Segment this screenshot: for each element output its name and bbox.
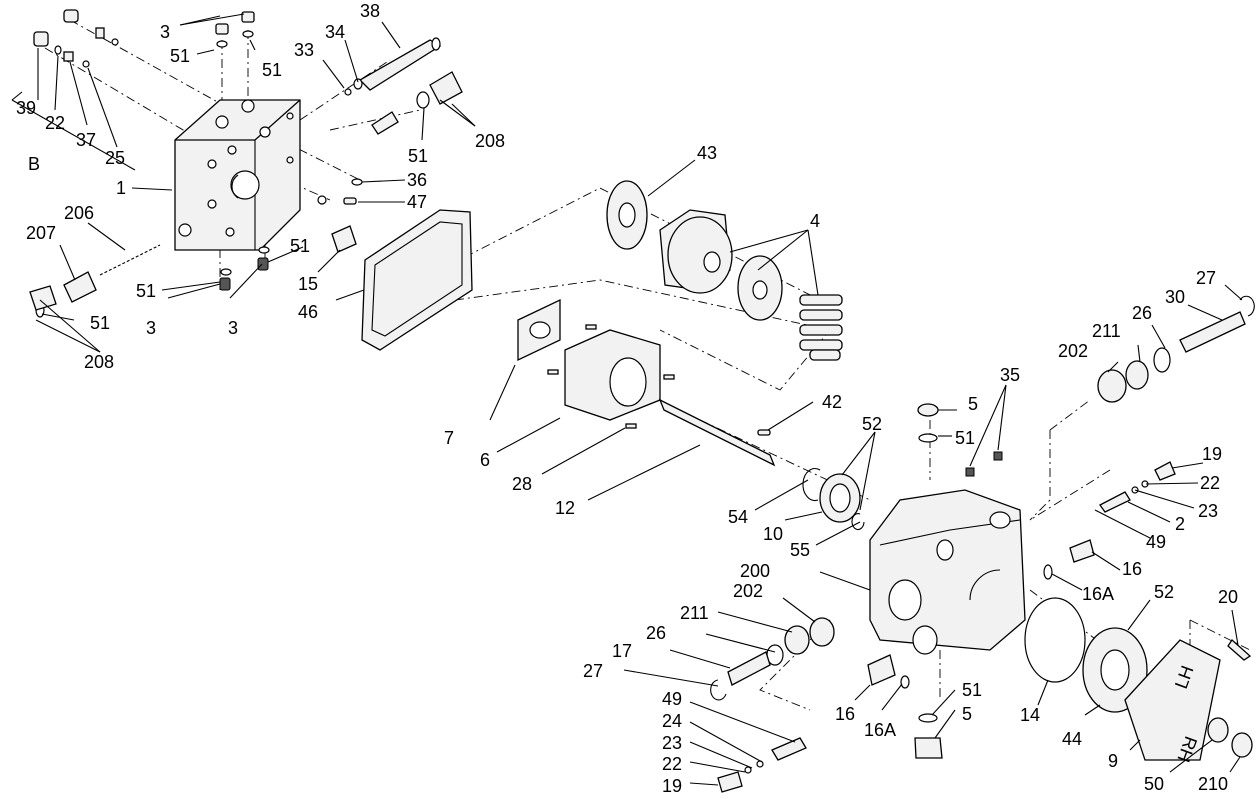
- callout-15: 15: [298, 274, 318, 294]
- callout-16: 16: [835, 704, 855, 724]
- callout-36: 36: [407, 170, 427, 190]
- callout-51: 51: [962, 680, 982, 700]
- callout-9: 9: [1108, 751, 1118, 771]
- callout-25: 25: [105, 148, 125, 168]
- callout-54: 54: [728, 507, 748, 527]
- spool-valve-38: [317, 37, 463, 205]
- callout-16a: 16A: [864, 720, 896, 740]
- callout-52: 52: [1154, 582, 1174, 602]
- callout-207: 207: [26, 223, 56, 243]
- callout-211: 211: [680, 603, 709, 623]
- callout-2: 2: [1175, 514, 1185, 534]
- callout-30: 30: [1165, 287, 1185, 307]
- callout-50: 50: [1144, 774, 1164, 794]
- callout-28: 28: [512, 474, 532, 494]
- relief-spring-assembly: [29, 225, 357, 318]
- callout-3: 3: [160, 22, 170, 42]
- callout-38: 38: [360, 1, 380, 21]
- callout-27: 27: [1196, 268, 1216, 288]
- callout-51: 51: [262, 60, 282, 80]
- callout-27: 27: [583, 661, 603, 681]
- callout-39: 39: [16, 98, 36, 118]
- callout-33: 33: [294, 40, 314, 60]
- callout-4: 4: [810, 211, 820, 231]
- callout-3: 3: [146, 318, 156, 338]
- callout-44: 44: [1062, 729, 1082, 749]
- callout-14: 14: [1020, 705, 1040, 725]
- callout-210: 210: [1198, 774, 1228, 794]
- callout-5: 5: [968, 394, 978, 414]
- callout-22: 22: [1200, 473, 1220, 493]
- callout-202: 202: [1058, 341, 1088, 361]
- top-left-fittings: [33, 9, 255, 68]
- callout-51: 51: [170, 46, 190, 66]
- callout-208: 208: [475, 131, 505, 151]
- callout-34: 34: [325, 22, 345, 42]
- callout-202: 202: [733, 581, 763, 601]
- gear-cover-assembly: LH RH: [1024, 597, 1253, 765]
- end-cover-housing: [174, 99, 301, 251]
- callout-23: 23: [662, 733, 682, 753]
- rotating-group: [606, 180, 843, 361]
- callout-208: 208: [84, 352, 114, 372]
- gasket-46: [361, 209, 473, 351]
- upper-bearing-stack: [1097, 295, 1255, 403]
- callout-7: 7: [444, 428, 454, 448]
- callout-23: 23: [1198, 501, 1218, 521]
- callout-3: 3: [228, 318, 238, 338]
- callout-49: 49: [662, 689, 682, 709]
- callout-19: 19: [662, 776, 682, 796]
- callout-51: 51: [955, 428, 975, 448]
- callout-24: 24: [662, 711, 682, 731]
- callout-51: 51: [90, 313, 110, 333]
- callout-16: 16: [1122, 559, 1142, 579]
- leader-lines: [11, 13, 1243, 786]
- right-relief-fittings: [1043, 461, 1176, 580]
- lower-relief-fittings: [717, 737, 807, 793]
- cradle-and-shaft: [517, 298, 865, 531]
- callout-37: 37: [76, 130, 96, 150]
- callout-26: 26: [1132, 303, 1152, 323]
- callout-46: 46: [298, 302, 318, 322]
- callout-43: 43: [697, 143, 717, 163]
- callout-b: B: [28, 154, 40, 174]
- lower-plugs: [867, 654, 943, 759]
- callout-211: 211: [1092, 321, 1121, 341]
- callout-22: 22: [662, 754, 682, 774]
- callout-35: 35: [1000, 365, 1020, 385]
- callout-19: 19: [1202, 444, 1222, 464]
- callout-1: 1: [116, 178, 126, 198]
- callout-49: 49: [1146, 532, 1166, 552]
- callout-42: 42: [822, 392, 842, 412]
- callout-16a: 16A: [1082, 584, 1114, 604]
- callout-51: 51: [136, 281, 156, 301]
- callout-51: 51: [408, 146, 428, 166]
- callout-26: 26: [646, 623, 666, 643]
- callout-51: 51: [290, 236, 310, 256]
- callout-6: 6: [480, 450, 490, 470]
- callout-20: 20: [1218, 587, 1238, 607]
- callout-10: 10: [763, 524, 783, 544]
- callout-55: 55: [790, 540, 810, 560]
- callout-206: 206: [64, 203, 94, 223]
- lower-bearing-stack: [710, 617, 835, 701]
- callout-12: 12: [555, 498, 575, 518]
- callout-labels: 3 51 51 33 34 38 39 22 37 25 B 1 51 208 …: [16, 1, 1238, 796]
- callout-5: 5: [962, 704, 972, 724]
- callout-52: 52: [862, 414, 882, 434]
- callout-200: 200: [740, 561, 770, 581]
- callout-17: 17: [612, 641, 632, 661]
- main-housing-200: [869, 403, 1026, 655]
- callout-22: 22: [45, 113, 65, 133]
- callout-47: 47: [407, 192, 427, 212]
